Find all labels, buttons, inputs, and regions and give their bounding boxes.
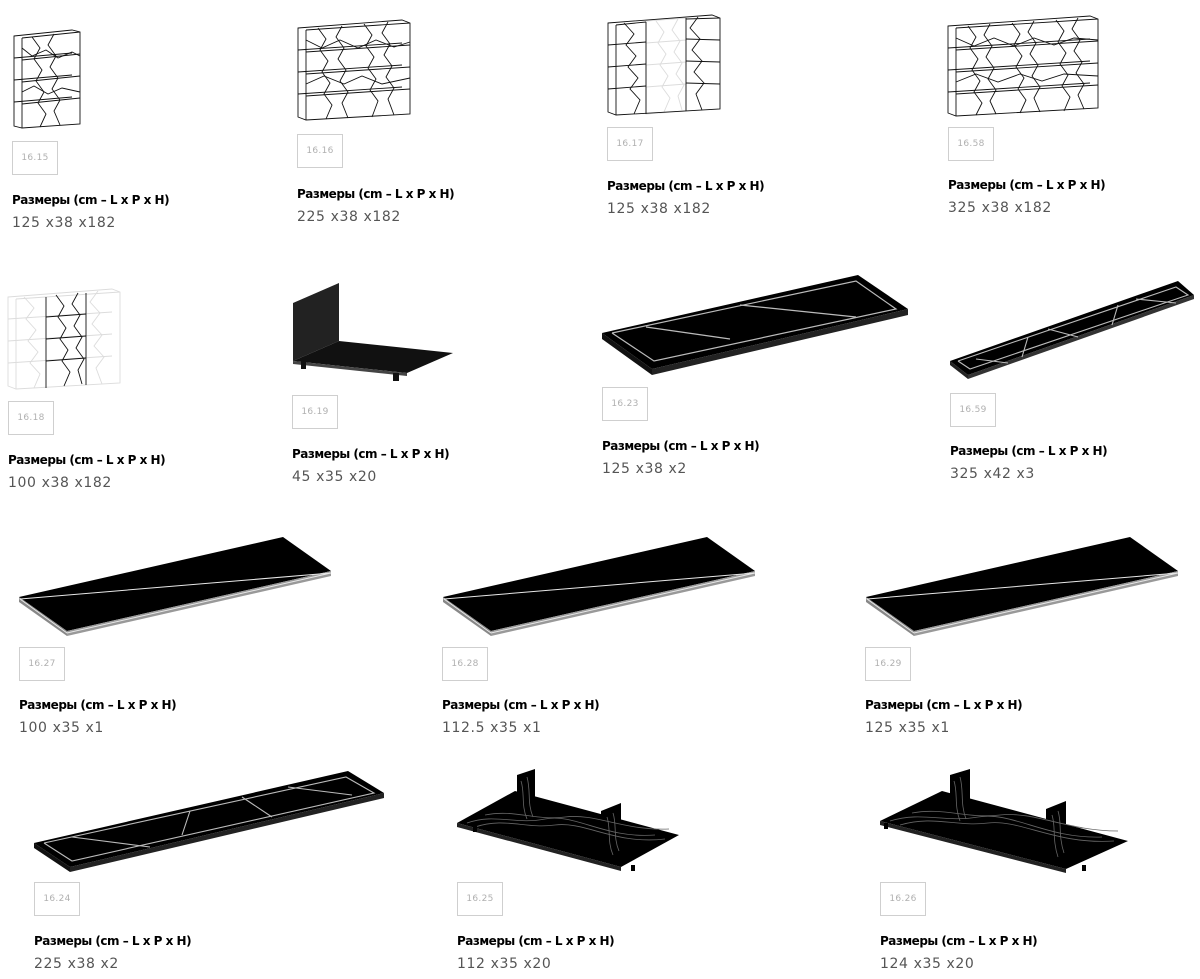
dimensions-label: Размеры (cm – L x P x H) bbox=[950, 444, 1108, 458]
dimensions-value: 125 x35 x1 bbox=[865, 720, 950, 736]
dimensions-label: Размеры (cm – L x P x H) bbox=[8, 453, 166, 467]
dimensions-label: Размеры (cm – L x P x H) bbox=[457, 934, 615, 948]
product-code: 16.16 bbox=[297, 134, 343, 168]
product-code: 16.19 bbox=[292, 395, 338, 429]
bookcase-icon[interactable] bbox=[946, 14, 1102, 118]
dimensions-value: 45 x35 x20 bbox=[292, 469, 377, 485]
product-code: 16.59 bbox=[950, 393, 996, 427]
dimensions-value: 100 x38 x182 bbox=[8, 475, 112, 491]
shelf-panel-icon[interactable] bbox=[948, 279, 1196, 383]
dimensions-value: 325 x38 x182 bbox=[948, 200, 1052, 216]
dimensions-value: 325 x42 x3 bbox=[950, 466, 1035, 482]
dimensions-label: Размеры (cm – L x P x H) bbox=[602, 439, 760, 453]
dimensions-label: Размеры (cm – L x P x H) bbox=[297, 187, 455, 201]
product-code: 16.58 bbox=[948, 127, 994, 161]
dimensions-value: 112.5 x35 x1 bbox=[442, 720, 542, 736]
dimensions-label: Размеры (cm – L x P x H) bbox=[19, 698, 177, 712]
bookcase-icon[interactable] bbox=[296, 18, 414, 122]
product-code: 16.24 bbox=[34, 882, 80, 916]
dimensions-label: Размеры (cm – L x P x H) bbox=[607, 179, 765, 193]
product-code: 16.27 bbox=[19, 647, 65, 681]
shelf-panel-icon[interactable] bbox=[600, 273, 910, 377]
product-code: 16.26 bbox=[880, 882, 926, 916]
dimensions-value: 225 x38 x182 bbox=[297, 209, 401, 225]
product-code: 16.17 bbox=[607, 127, 653, 161]
dimensions-label: Размеры (cm – L x P x H) bbox=[442, 698, 600, 712]
dimensions-value: 100 x35 x1 bbox=[19, 720, 104, 736]
product-code: 16.25 bbox=[457, 882, 503, 916]
bench-tray-icon[interactable] bbox=[455, 769, 683, 873]
product-code: 16.23 bbox=[602, 387, 648, 421]
product-code: 16.18 bbox=[8, 401, 54, 435]
product-code: 16.28 bbox=[442, 647, 488, 681]
bookcase-icon[interactable] bbox=[12, 28, 82, 130]
dimensions-label: Размеры (cm – L x P x H) bbox=[865, 698, 1023, 712]
dimensions-label: Размеры (cm – L x P x H) bbox=[292, 447, 450, 461]
dimensions-value: 112 x35 x20 bbox=[457, 956, 552, 972]
bench-tray-icon[interactable] bbox=[878, 769, 1130, 873]
product-code: 16.15 bbox=[12, 141, 58, 175]
dimensions-value: 125 x38 x182 bbox=[607, 201, 711, 217]
dimensions-value: 125 x38 x182 bbox=[12, 215, 116, 231]
dimensions-label: Размеры (cm – L x P x H) bbox=[12, 193, 170, 207]
dimensions-value: 125 x38 x2 bbox=[602, 461, 687, 477]
bookend-icon[interactable] bbox=[289, 281, 455, 385]
bookcase-icon[interactable] bbox=[6, 287, 124, 391]
shelf-board-icon[interactable] bbox=[864, 535, 1180, 639]
shelf-panel-icon[interactable] bbox=[32, 769, 386, 873]
dimensions-label: Размеры (cm – L x P x H) bbox=[34, 934, 192, 948]
dimensions-value: 225 x38 x2 bbox=[34, 956, 119, 972]
dimensions-label: Размеры (cm – L x P x H) bbox=[948, 178, 1106, 192]
dimensions-value: 124 x35 x20 bbox=[880, 956, 975, 972]
bookcase-icon[interactable] bbox=[606, 13, 724, 117]
shelf-board-icon[interactable] bbox=[441, 535, 757, 639]
product-code: 16.29 bbox=[865, 647, 911, 681]
dimensions-label: Размеры (cm – L x P x H) bbox=[880, 934, 1038, 948]
shelf-board-icon[interactable] bbox=[17, 535, 333, 639]
